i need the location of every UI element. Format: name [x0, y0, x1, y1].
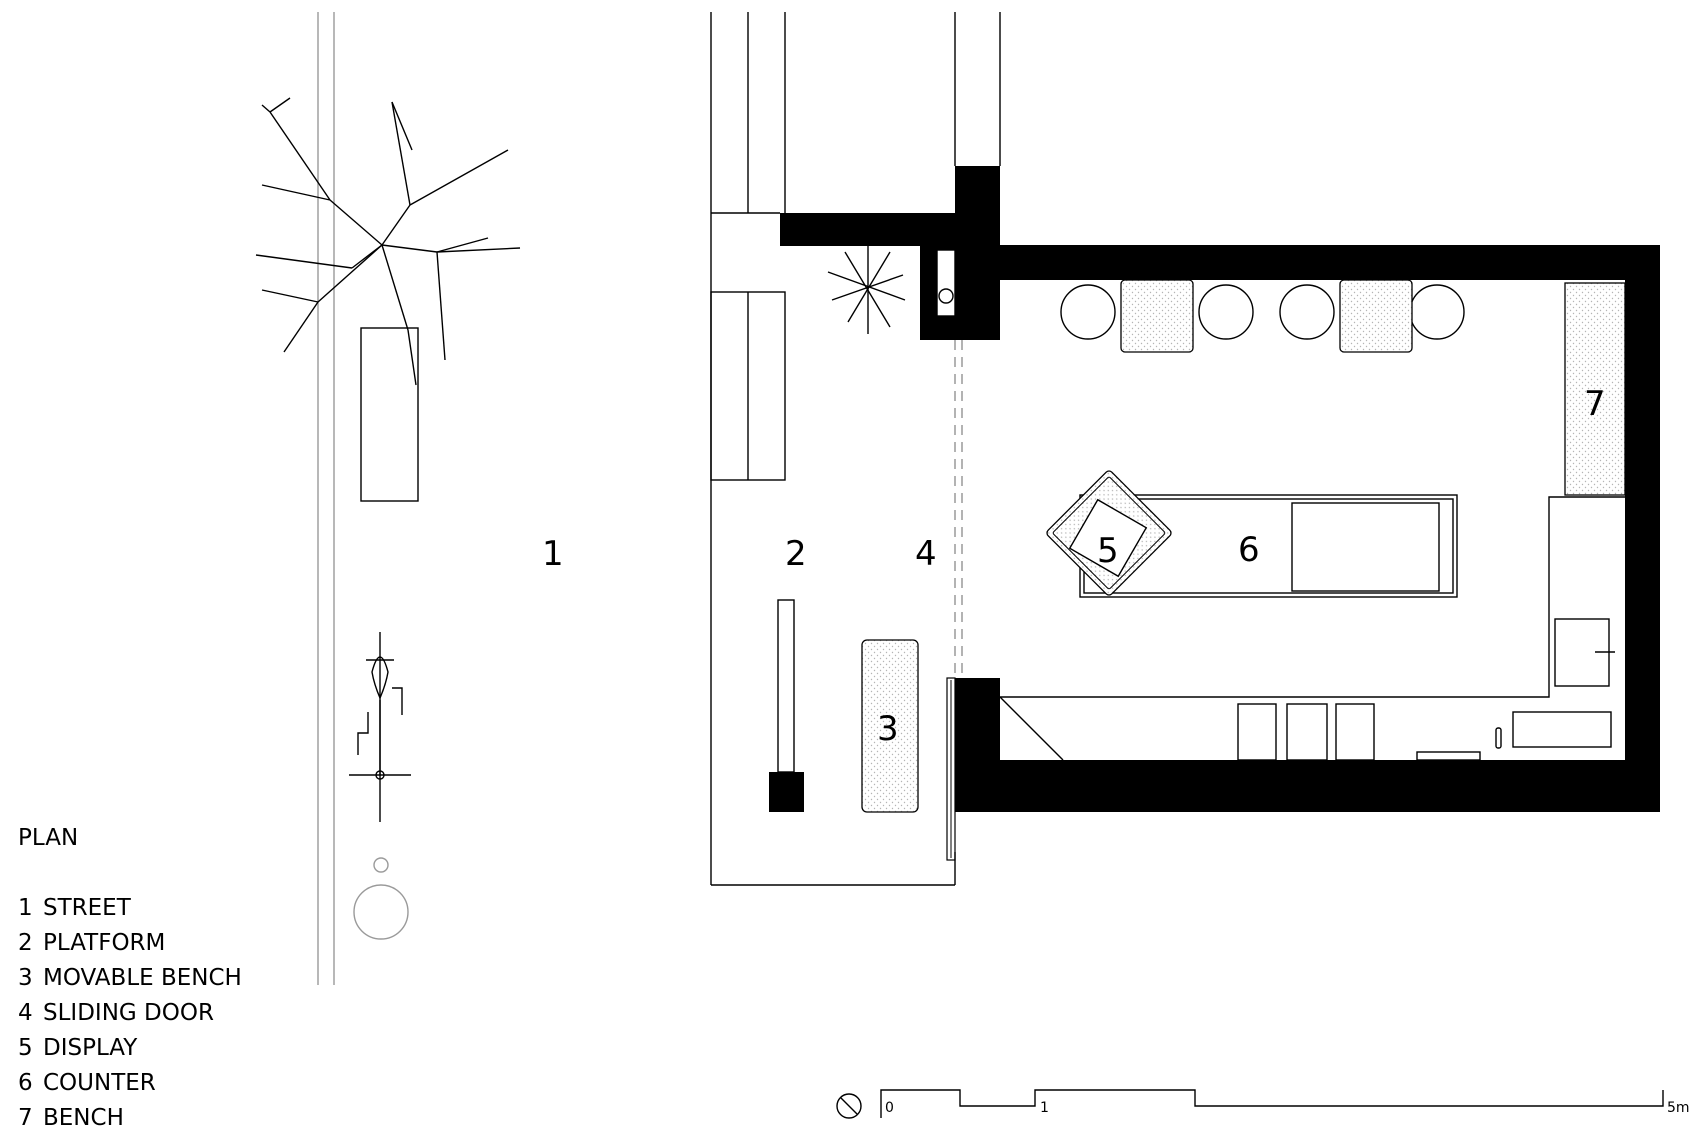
- legend-label-5: DISPLAY: [43, 1035, 138, 1061]
- walls: [780, 166, 1660, 812]
- marker-sliding-door: 4: [915, 534, 937, 574]
- scale-tick-0: 0: [885, 1100, 894, 1116]
- scale-tick-5m: 5m: [1667, 1100, 1690, 1116]
- marker-bench: 7: [1584, 384, 1606, 424]
- platform-post-base: [769, 772, 804, 812]
- seat-cushion-1: [1120, 279, 1194, 353]
- street-rectangle: [360, 327, 419, 502]
- north-arrow-icon: [836, 1093, 862, 1119]
- kitchen-counter: [999, 496, 1625, 761]
- column-circle: [938, 288, 954, 304]
- platform-outline: [710, 212, 956, 886]
- plant-symbol: [827, 245, 906, 334]
- legend-label-4: SLIDING DOOR: [43, 1000, 214, 1026]
- bench-east: [1564, 282, 1626, 496]
- legend-num-6: 6: [18, 1070, 33, 1096]
- marker-street: 1: [542, 534, 564, 574]
- street-edge-lines: [317, 12, 335, 985]
- plan-title: PLAN: [18, 825, 78, 851]
- scale-tick-1: 1: [1040, 1100, 1049, 1116]
- legend-label-6: COUNTER: [43, 1070, 156, 1096]
- marker-platform: 2: [785, 534, 807, 574]
- marker-movable-bench: 3: [877, 709, 899, 749]
- legend-num-2: 2: [18, 930, 33, 956]
- bollard-large: [353, 884, 409, 940]
- bollard-small: [373, 857, 389, 873]
- legend-label-7: BENCH: [43, 1105, 124, 1131]
- legend-label-1: STREET: [43, 895, 132, 921]
- movable-bench: [861, 639, 919, 813]
- legend-label-2: PLATFORM: [43, 930, 165, 956]
- legend-num-7: 7: [18, 1105, 33, 1131]
- display-5-tray: [1068, 498, 1148, 578]
- legend-label-3: MOVABLE BENCH: [43, 965, 242, 991]
- sliding-door: [946, 340, 963, 861]
- bicycle-symbol: [349, 632, 411, 822]
- marker-display: 5: [1097, 531, 1119, 571]
- legend-num-4: 4: [18, 1000, 33, 1026]
- tree-symbol: [255, 97, 521, 386]
- platform-post: [777, 599, 795, 773]
- marker-counter: 6: [1238, 530, 1260, 570]
- neighbour-building-lines: [710, 12, 1001, 213]
- legend-num-1: 1: [18, 895, 33, 921]
- column-niche: [936, 249, 956, 317]
- scale-bar: 0 1 5m: [880, 1089, 1690, 1118]
- seat-cushion-2: [1339, 279, 1413, 353]
- legend-num-5: 5: [18, 1035, 33, 1061]
- legend-num-3: 3: [18, 965, 33, 991]
- legend: 1 STREET 2 PLATFORM 3 MOVABLE BENCH 4 SL…: [18, 895, 242, 1131]
